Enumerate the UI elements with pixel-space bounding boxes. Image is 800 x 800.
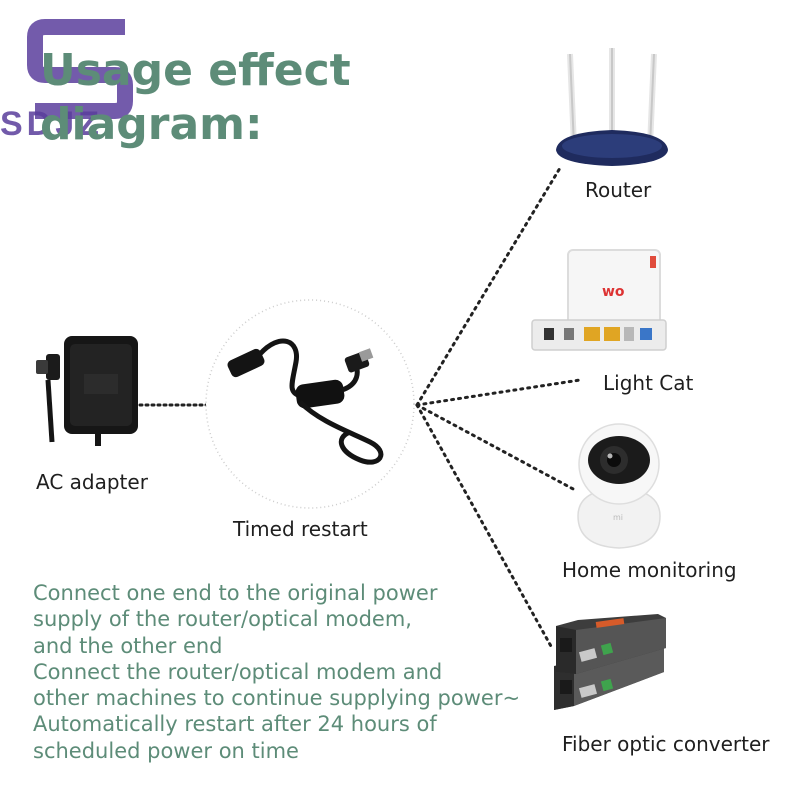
title-line-2: diagram: bbox=[40, 99, 263, 150]
wire-to-camera bbox=[415, 403, 577, 492]
home-monitoring-label: Home monitoring bbox=[562, 558, 737, 582]
ac-adapter-label: AC adapter bbox=[36, 470, 148, 494]
timed-restart-device bbox=[200, 292, 420, 512]
instruction-line: Connect one end to the original power bbox=[33, 581, 438, 605]
wire-to-router bbox=[415, 166, 562, 407]
instruction-line: Connect the router/optical modem and bbox=[33, 659, 443, 684]
fiber-converter-icon bbox=[548, 614, 670, 718]
router-icon bbox=[550, 46, 675, 170]
optical-modem-icon: wo bbox=[528, 248, 673, 356]
brand-logo-text: SDJZ bbox=[0, 105, 103, 143]
usb-cable-icon bbox=[205, 299, 415, 509]
light-cat-label: Light Cat bbox=[603, 371, 694, 395]
svg-text:mi: mi bbox=[613, 513, 623, 522]
brand-logo bbox=[0, 15, 170, 145]
instruction-line: scheduled power on time bbox=[33, 738, 299, 763]
instruction-line: Automatically restart after 24 hours of bbox=[33, 712, 437, 737]
wire-to-fiber-converter bbox=[415, 403, 554, 650]
wire-to-light-cat bbox=[415, 378, 582, 407]
title-line-1: Usage effect bbox=[40, 45, 351, 96]
fiber-converter-label: Fiber optic converter bbox=[562, 732, 770, 756]
svg-text:wo: wo bbox=[602, 284, 625, 300]
router-label: Router bbox=[585, 178, 652, 202]
ac-adapter-icon bbox=[34, 330, 144, 450]
usage-instructions: Connect one end to the original power su… bbox=[33, 580, 553, 764]
instruction-line: other machines to continue supplying pow… bbox=[33, 686, 521, 711]
instruction-line: and the other end bbox=[33, 633, 223, 658]
page-title: Usage effect diagram: bbox=[40, 44, 370, 152]
security-camera-icon: mi bbox=[574, 420, 664, 550]
instruction-line: supply of the router/optical modem, bbox=[33, 607, 412, 632]
brand-logo-icon bbox=[27, 19, 133, 119]
timed-restart-label: Timed restart bbox=[233, 517, 368, 541]
